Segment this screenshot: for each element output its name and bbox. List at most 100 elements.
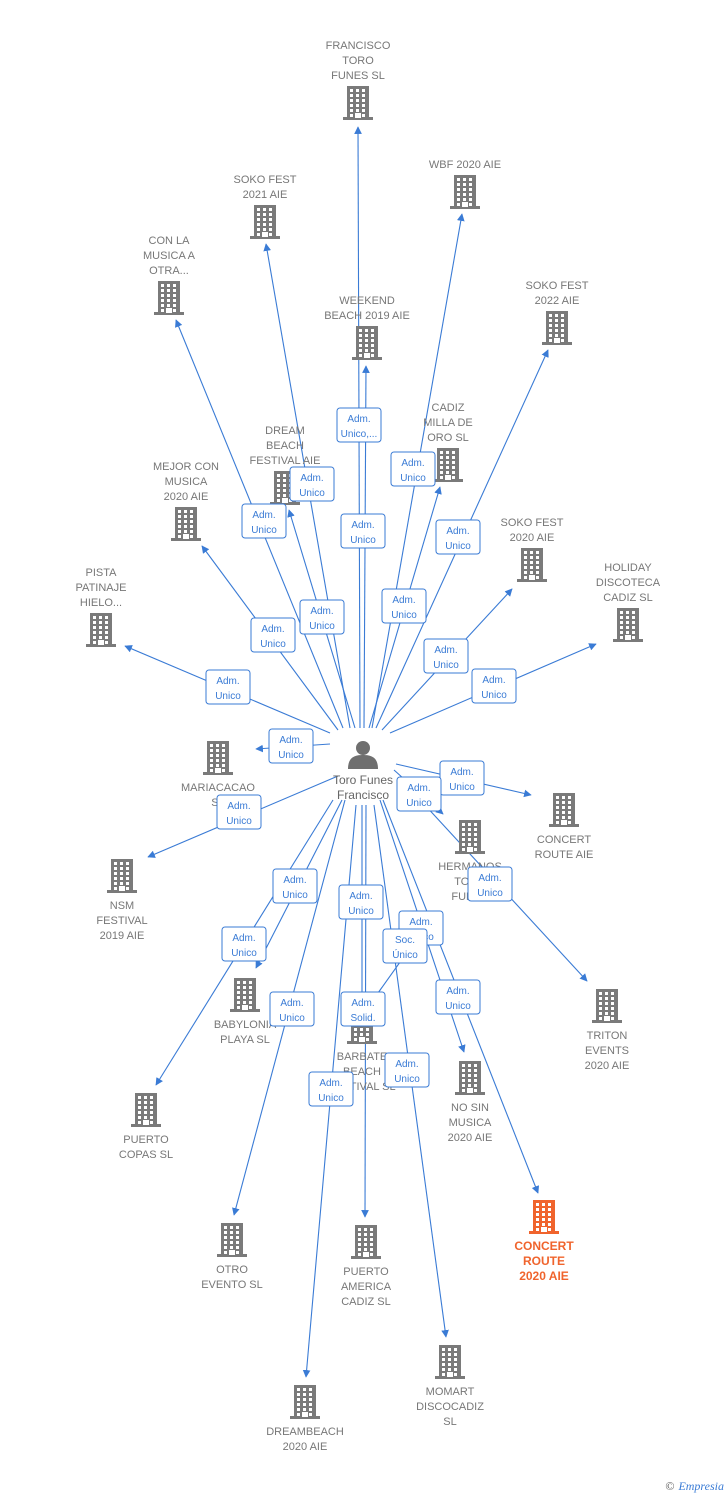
building-icon[interactable]	[107, 859, 137, 893]
building-icon[interactable]	[517, 548, 547, 582]
edge-label-text: Unico	[251, 525, 277, 536]
edge-label[interactable]: Soc.Único	[382, 928, 428, 964]
edge-label-text: Adm.	[401, 458, 424, 469]
building-icon[interactable]	[343, 86, 373, 120]
edge-label[interactable]: Adm.Unico	[299, 599, 345, 635]
company-name-line: ROUTE AIE	[535, 849, 594, 861]
building-icon[interactable]	[290, 1385, 320, 1419]
edge-label[interactable]: Adm.Unico	[241, 503, 287, 539]
company-name-line: SOKO FEST	[234, 174, 297, 186]
building-icon[interactable]	[450, 175, 480, 209]
edge-label[interactable]: Adm.Unico	[467, 866, 513, 902]
company-name-line: CADIZ	[432, 402, 465, 414]
building-icon[interactable]	[435, 1345, 465, 1379]
edge-label-text: Adm.	[434, 645, 457, 656]
edge-label[interactable]: Adm.Unico	[435, 979, 481, 1015]
edge-label[interactable]: Adm.Unico	[338, 884, 384, 920]
building-icon[interactable]	[131, 1093, 161, 1127]
building-icon[interactable]	[351, 1225, 381, 1259]
edge-label-text: Adm.	[283, 875, 306, 886]
company-label-wbf-2020[interactable]: WBF 2020 AIE	[429, 159, 501, 171]
edge-label-text: Adm.	[395, 1059, 418, 1070]
edge-label[interactable]: Adm.Unico	[269, 991, 315, 1027]
building-icon[interactable]	[203, 741, 233, 775]
edge-label[interactable]: Adm.Unico	[439, 760, 485, 796]
edge-label[interactable]: Adm.Unico	[268, 728, 314, 764]
company-label-pista-patinaje[interactable]: PISTAPATINAJEHIELO...	[76, 567, 127, 609]
edge-label[interactable]: Adm. Unico	[390, 451, 436, 487]
building-icon[interactable]	[171, 507, 201, 541]
building-icon[interactable]	[549, 793, 579, 827]
building-icon[interactable]	[433, 448, 463, 482]
building-icon[interactable]	[154, 281, 184, 315]
edge-label[interactable]: Adm.Unico	[396, 776, 442, 812]
company-name-line: DREAM	[265, 425, 305, 437]
brand-name: Empresia	[678, 1479, 724, 1493]
edge-label[interactable]: Adm.Unico	[216, 794, 262, 830]
edge-label[interactable]: Adm.Unico	[221, 926, 267, 962]
person-icon[interactable]	[348, 741, 378, 769]
building-icon[interactable]	[455, 820, 485, 854]
edge-label-text: Adm.	[349, 891, 372, 902]
edge-label[interactable]: Adm.Unico	[340, 513, 386, 549]
company-name-line: AMERICA	[341, 1281, 392, 1293]
edge-label[interactable]: Adm.Unico	[250, 617, 296, 653]
edge-label[interactable]: Adm.Unico	[471, 668, 517, 704]
company-name-line: BARBATE	[337, 1051, 388, 1063]
edge-label[interactable]: Adm.Unico	[289, 466, 335, 502]
edge-label[interactable]: Adm.Unico	[205, 669, 251, 705]
building-icon[interactable]	[455, 1061, 485, 1095]
edge-label[interactable]: Adm.Unico,...	[336, 407, 382, 443]
footer-brand[interactable]: ©Empresia	[665, 1479, 724, 1494]
edge-label[interactable]: Adm.Solid.	[340, 991, 386, 1027]
edge-label[interactable]: Adm.Unico	[435, 519, 481, 555]
company-name-line: EVENTO SL	[201, 1279, 263, 1291]
company-name-line: 2020 AIE	[585, 1060, 630, 1072]
company-name-line: MOMART	[426, 1386, 475, 1398]
edge-label[interactable]: Adm.Unico	[272, 868, 318, 904]
building-icon[interactable]	[250, 205, 280, 239]
edge-label[interactable]: Adm.Unico	[423, 638, 469, 674]
edge-label[interactable]: Adm.Unico	[308, 1071, 354, 1107]
building-icon[interactable]	[613, 608, 643, 642]
company-name-line: PATINAJE	[76, 582, 127, 594]
building-icon[interactable]	[542, 311, 572, 345]
building-icon[interactable]	[230, 978, 260, 1012]
edge-label-text: Adm.	[232, 933, 255, 944]
company-name-line: PLAYA SL	[220, 1034, 270, 1046]
edge-label[interactable]: Adm.Unico	[384, 1052, 430, 1088]
building-icon[interactable]	[529, 1200, 559, 1234]
edge-label-text: Unico	[278, 750, 304, 761]
edge-label-text: Adm.	[478, 873, 501, 884]
edge-label-text: Adm.	[280, 998, 303, 1009]
building-icon[interactable]	[217, 1223, 247, 1257]
building-icon[interactable]	[352, 326, 382, 360]
building-icon[interactable]	[592, 989, 622, 1023]
edge-label-text: Unico	[400, 473, 426, 484]
edge-label[interactable]: Adm.Unico	[381, 588, 427, 624]
edge-label-text: Adm.	[319, 1078, 342, 1089]
building-icon[interactable]	[86, 613, 116, 647]
